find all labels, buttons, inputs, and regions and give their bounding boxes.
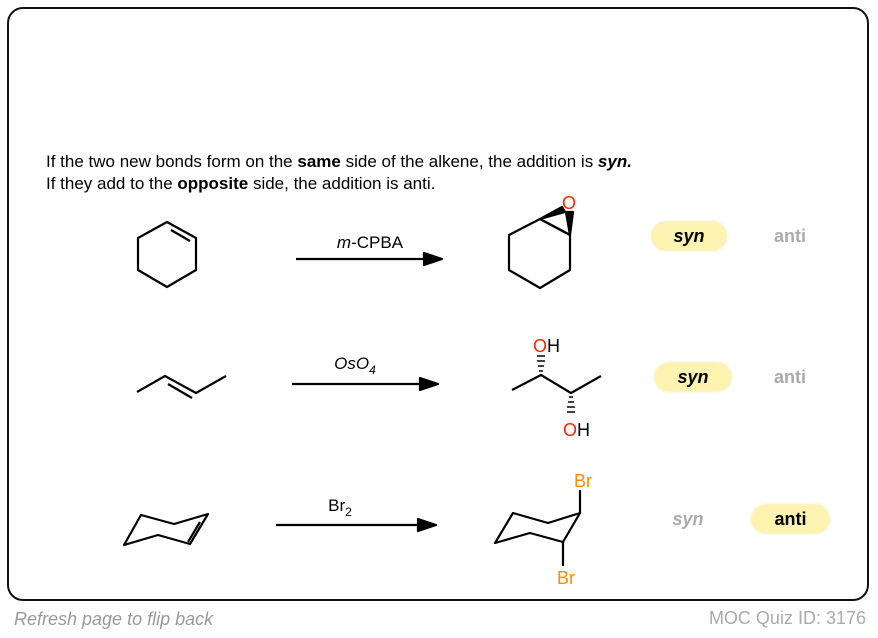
row1-syn-option[interactable]: syn	[652, 222, 726, 250]
quiz-id: MOC Quiz ID: 3176	[708, 608, 866, 628]
svg-text:Br: Br	[574, 471, 592, 491]
dibromocyclohexane: Br Br	[493, 471, 592, 588]
intro-text: If the two new bonds form on the same si…	[46, 152, 632, 193]
svg-text:Br: Br	[557, 568, 575, 588]
row3-anti-option[interactable]: anti	[752, 505, 829, 533]
svg-text:Br2: Br2	[328, 496, 352, 519]
svg-text:OH: OH	[563, 420, 590, 440]
row2-syn-option[interactable]: syn	[655, 363, 731, 391]
svg-text:OsO4: OsO4	[334, 354, 376, 377]
row2-anti-option[interactable]: anti	[773, 366, 806, 387]
refresh-hint: Refresh page to flip back	[14, 609, 214, 629]
svg-text:OH: OH	[533, 336, 560, 356]
arrow-2	[292, 376, 440, 392]
arrow-1	[296, 251, 444, 267]
svg-text:m-CPBA: m-CPBA	[337, 233, 404, 252]
epoxide: O	[507, 193, 576, 290]
cyclohexene	[136, 220, 198, 289]
quiz-card	[7, 7, 869, 601]
row3-syn-option[interactable]: syn	[672, 508, 704, 529]
arrow-3	[276, 517, 438, 533]
row1-anti-option[interactable]: anti	[773, 225, 806, 246]
trans-2-butene	[136, 374, 227, 399]
svg-text:O: O	[562, 193, 576, 213]
diol: OH OH	[511, 336, 602, 440]
cyclohexene-chair	[122, 512, 210, 547]
